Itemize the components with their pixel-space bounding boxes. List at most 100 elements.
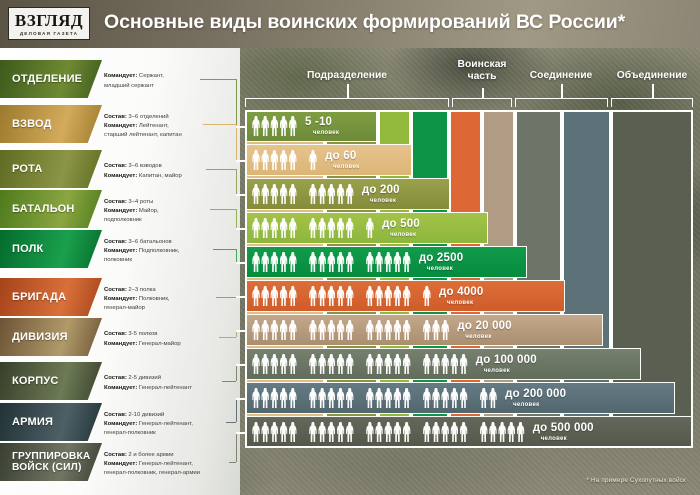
- unit-name-text: ПОЛК: [12, 242, 44, 255]
- soldier-figure-icon: [507, 422, 515, 442]
- soldier-figure-icon: [423, 422, 431, 442]
- composition-line: Состав: 2 и более армии: [104, 451, 174, 458]
- soldier-figure-icon: [252, 286, 260, 306]
- soldier-figure-icon: [327, 184, 335, 204]
- figure-group: [309, 252, 355, 272]
- soldier-figure-icon: [318, 218, 326, 238]
- connector-segment: [236, 364, 238, 381]
- soldier-figure-icon: [279, 184, 288, 204]
- bar-count-value: до 500 000: [532, 421, 594, 434]
- soldier-figure-icon: [384, 286, 392, 306]
- soldier-figure-icon: [309, 252, 317, 272]
- connector-segment: [236, 79, 238, 126]
- soldier-figure-icon: [252, 320, 260, 340]
- commander-line-cont: генерал-полковник: [104, 430, 156, 437]
- commander-line: Командует: Майор,: [104, 207, 159, 214]
- soldier-figure-icon: [432, 388, 440, 408]
- soldier-figure-icon: [375, 422, 383, 442]
- soldier-figure-icon: [309, 320, 317, 340]
- figure-group: [423, 388, 469, 408]
- bar-count-value: до 20 000: [457, 319, 512, 332]
- figure-group: [309, 150, 318, 170]
- bar-count-unit: человек: [540, 435, 567, 442]
- bracket-4: [611, 98, 693, 107]
- footnote: * На примере Сухопутных войск: [586, 477, 686, 484]
- figure-groups: [252, 184, 355, 204]
- soldier-figure-icon: [318, 422, 326, 442]
- soldier-figure-icon: [309, 286, 317, 306]
- soldier-figure-icon: [375, 320, 383, 340]
- connector-segment: [236, 124, 238, 160]
- soldier-figure-icon: [318, 354, 326, 374]
- commander-line-cont: старший лейтенант, капитан: [104, 132, 182, 139]
- soldier-figure-icon: [346, 218, 354, 238]
- connector-segment: [228, 462, 236, 464]
- soldier-figure-icon: [384, 388, 392, 408]
- soldier-figure-icon: [289, 116, 297, 136]
- soldier-figure-icon: [270, 218, 279, 238]
- commander-line-cont: подполковник: [104, 217, 142, 224]
- figure-group: [309, 422, 355, 442]
- soldier-figure-icon: [270, 388, 279, 408]
- logo-main-text: ВЗГЛЯД: [14, 10, 84, 30]
- figure-group: [252, 354, 298, 374]
- soldier-figure-icon: [252, 184, 260, 204]
- soldier-figure-icon: [261, 286, 269, 306]
- bracket-3: [515, 98, 608, 107]
- bar-count-unit: человек: [390, 231, 417, 238]
- soldier-figure-icon: [279, 218, 288, 238]
- soldier-figure-icon: [346, 184, 354, 204]
- vzglyad-logo[interactable]: ВЗГЛЯД ДЕЛОВАЯ ГАЗЕТА: [8, 7, 90, 40]
- soldier-figure-icon: [459, 388, 468, 408]
- soldier-figure-icon: [279, 252, 288, 272]
- connector-segment: [222, 381, 236, 383]
- bracket-stem-1: [347, 84, 349, 98]
- unit-name-text: ДИВИЗИЯ: [12, 330, 68, 343]
- soldier-figure-icon: [459, 354, 468, 374]
- soldier-figure-icon: [393, 422, 402, 442]
- soldier-figure-icon: [366, 252, 374, 272]
- soldier-figure-icon: [289, 252, 297, 272]
- soldier-figure-icon: [375, 388, 383, 408]
- bar-count-value: до 200 000: [505, 387, 567, 400]
- soldier-figure-icon: [261, 116, 269, 136]
- soldier-figure-icon: [270, 286, 279, 306]
- soldier-figure-icon: [327, 388, 335, 408]
- figure-groups: [252, 354, 469, 374]
- soldier-figure-icon: [366, 422, 374, 442]
- soldier-figure-icon: [261, 320, 269, 340]
- figure-groups: [252, 252, 412, 272]
- soldier-figure-icon: [252, 218, 260, 238]
- composition-line: Состав: 3-5 полков: [104, 331, 158, 338]
- soldier-figure-icon: [289, 218, 297, 238]
- unit-name-text: БАТАЛЬОН: [12, 202, 75, 215]
- soldier-figure-icon: [318, 184, 326, 204]
- soldier-figure-icon: [252, 150, 260, 170]
- composition-line: Состав: 3–6 взводов: [104, 163, 162, 170]
- commander-line-cont: младший сержант: [104, 82, 154, 89]
- soldier-figure-icon: [252, 252, 260, 272]
- soldier-figure-icon: [432, 354, 440, 374]
- soldier-figure-icon: [393, 388, 402, 408]
- soldier-figure-icon: [289, 286, 297, 306]
- figure-group: [480, 422, 526, 442]
- unit-name-tag: ОТДЕЛЕНИЕ: [0, 60, 102, 98]
- figure-group: [423, 320, 451, 340]
